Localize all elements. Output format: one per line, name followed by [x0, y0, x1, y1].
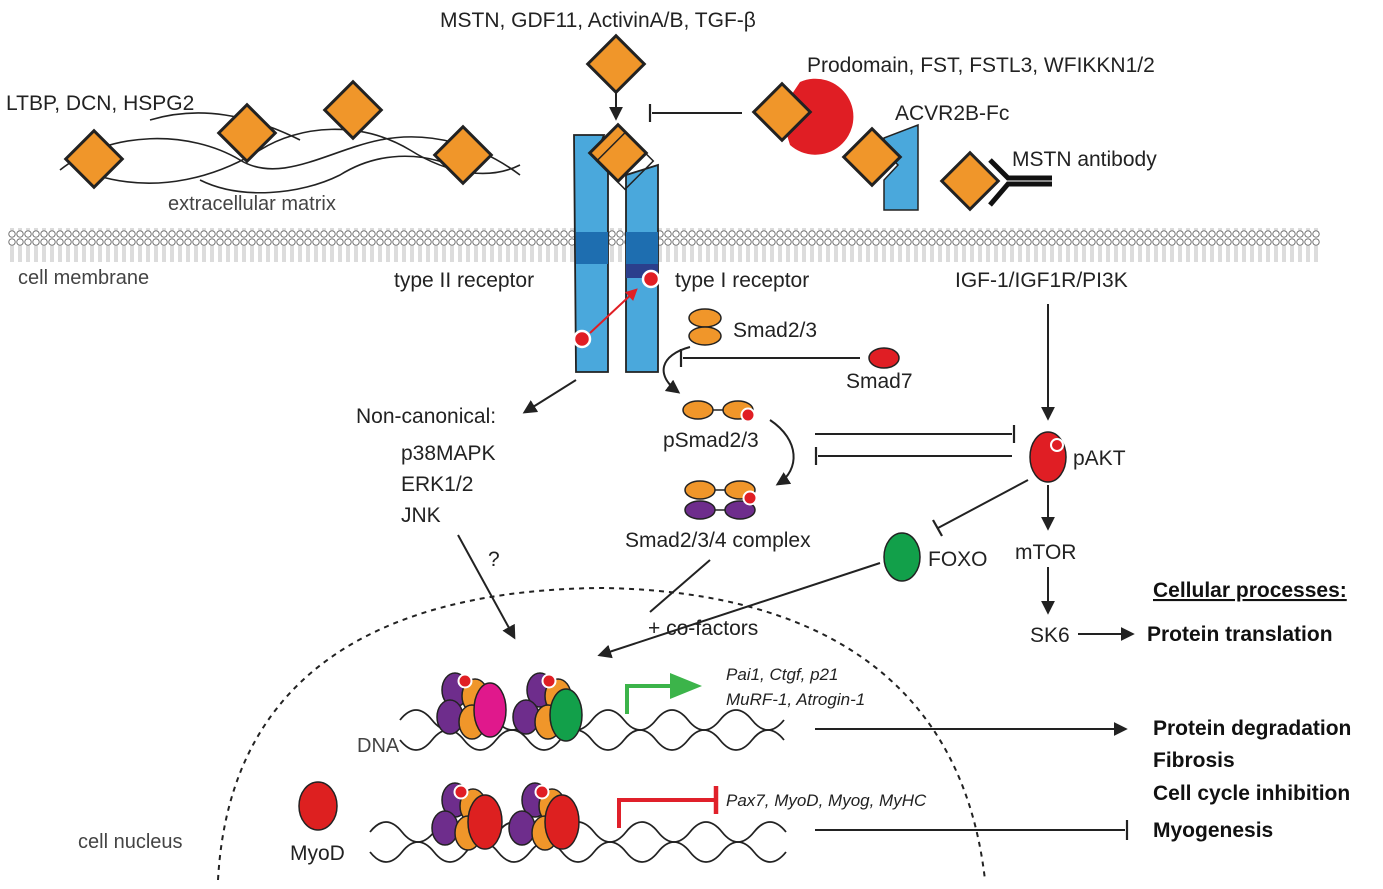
- protein-translation-label: Protein translation: [1147, 623, 1333, 646]
- smad-complex-on-dna-1: [436, 672, 507, 740]
- question-mark: ?: [488, 548, 500, 571]
- jnk-label: JNK: [401, 504, 441, 527]
- acvr2b-fc: [841, 123, 919, 211]
- non-canonical-label: Non-canonical:: [356, 405, 496, 428]
- smad-myod-complex-1: [431, 782, 503, 851]
- ligand-outline: [595, 131, 655, 191]
- myod-label: MyoD: [290, 842, 345, 865]
- ligand-diamond-icon: [751, 81, 813, 143]
- ligand-diamond-icon: [322, 79, 384, 141]
- ligand-diamond-icon: [216, 102, 278, 164]
- akt-inhibits-foxo-bar: [932, 519, 943, 537]
- erk-label: ERK1/2: [401, 473, 473, 496]
- antagonist-complex: [751, 78, 854, 155]
- cellular-processes-heading: Cellular processes:: [1153, 579, 1347, 602]
- p38-label: p38MAPK: [401, 442, 496, 465]
- ecm-label: extracellular matrix: [168, 193, 336, 215]
- smad-myod-complex-2: [508, 782, 580, 851]
- type-ii-receptor-label: type II receptor: [394, 269, 534, 292]
- acvr2b-fc-label: ACVR2B-Fc: [895, 102, 1009, 125]
- ligand-diamond-icon: [939, 150, 1001, 212]
- protein-degradation-label: Protein degradation: [1153, 717, 1351, 740]
- cofactors-label: + co-factors: [648, 617, 758, 640]
- target-genes-down: Pax7, MyoD, Myog, MyHC: [726, 791, 927, 810]
- ligands-label: MSTN, GDF11, ActivinA/B, TGF-β: [440, 9, 756, 32]
- nucleus-envelope: [217, 586, 986, 881]
- ligand-diamond-icon: [432, 124, 494, 186]
- psmad23-label: pSmad2/3: [663, 429, 759, 452]
- phosphate-icon: [1050, 438, 1064, 452]
- repression-line: [617, 798, 715, 828]
- smad7-icon: [868, 347, 900, 369]
- phosphate-icon: [742, 490, 758, 506]
- ligand-diamond-icon: [63, 128, 125, 190]
- mstn-antibody-label: MSTN antibody: [1012, 148, 1157, 171]
- igf-pathway-label: IGF-1/IGF1R/PI3K: [955, 269, 1128, 292]
- target-genes-up-1: Pai1, Ctgf, p21: [726, 665, 838, 684]
- smad-complex-on-dna-2: [512, 672, 583, 742]
- myogenesis-label: Myogenesis: [1153, 819, 1273, 842]
- smad23-phosphorylation-arrow: [662, 346, 691, 394]
- cell-membrane-label: cell membrane: [18, 267, 149, 289]
- antagonists-label: Prodomain, FST, FSTL3, WFIKKN1/2: [807, 54, 1155, 77]
- mtor-label: mTOR: [1015, 541, 1076, 564]
- transcription-start-line: [625, 684, 676, 714]
- smad23-dimer: [688, 308, 722, 346]
- smad234-complex-icon: [684, 480, 758, 520]
- psmad-to-complex-arrow: [769, 419, 795, 486]
- type-i-receptor: [625, 163, 659, 373]
- cell-membrane: [8, 228, 1320, 262]
- foxo-icon: [883, 532, 921, 582]
- activation-arrowhead: [670, 673, 702, 699]
- phosphate-icon: [641, 269, 661, 289]
- non-canonical-to-nucleus-arrow: [457, 534, 516, 640]
- complex-to-nucleus-line: [649, 559, 711, 613]
- sk6-label: SK6: [1030, 624, 1070, 647]
- target-genes-up-2: MuRF-1, Atrogin-1: [726, 690, 865, 709]
- phosphate-icon: [740, 407, 756, 423]
- smad-complex-label: Smad2/3/4 complex: [625, 529, 811, 552]
- non-canonical-arrow: [522, 379, 577, 414]
- myod-icon: [298, 781, 338, 831]
- ligand-diamond-icon: [841, 126, 903, 188]
- phosphate-icon: [572, 329, 592, 349]
- ecm-proteins-label: LTBP, DCN, HSPG2: [6, 92, 194, 115]
- phosphorylation-arrow: [589, 288, 638, 334]
- ligand-diamond-icon: [585, 33, 647, 95]
- foxo-label: FOXO: [928, 548, 988, 571]
- type-i-receptor-label: type I receptor: [675, 269, 809, 292]
- smad23-label: Smad2/3: [733, 319, 817, 342]
- psmad23-dimer: [682, 400, 756, 423]
- cell-nucleus-label: cell nucleus: [78, 831, 183, 853]
- cell-cycle-inhibition-label: Cell cycle inhibition: [1153, 782, 1350, 805]
- smad7-label: Smad7: [846, 370, 913, 393]
- pakt-label: pAKT: [1073, 447, 1126, 470]
- akt-inhibits-foxo-line: [937, 479, 1029, 529]
- foxo-to-nucleus-arrow: [597, 562, 881, 659]
- ecm-bound-ligands: [63, 79, 494, 190]
- fibrosis-label: Fibrosis: [1153, 749, 1235, 772]
- dna-label: DNA: [357, 735, 400, 757]
- mstn-antibody: [939, 150, 1052, 212]
